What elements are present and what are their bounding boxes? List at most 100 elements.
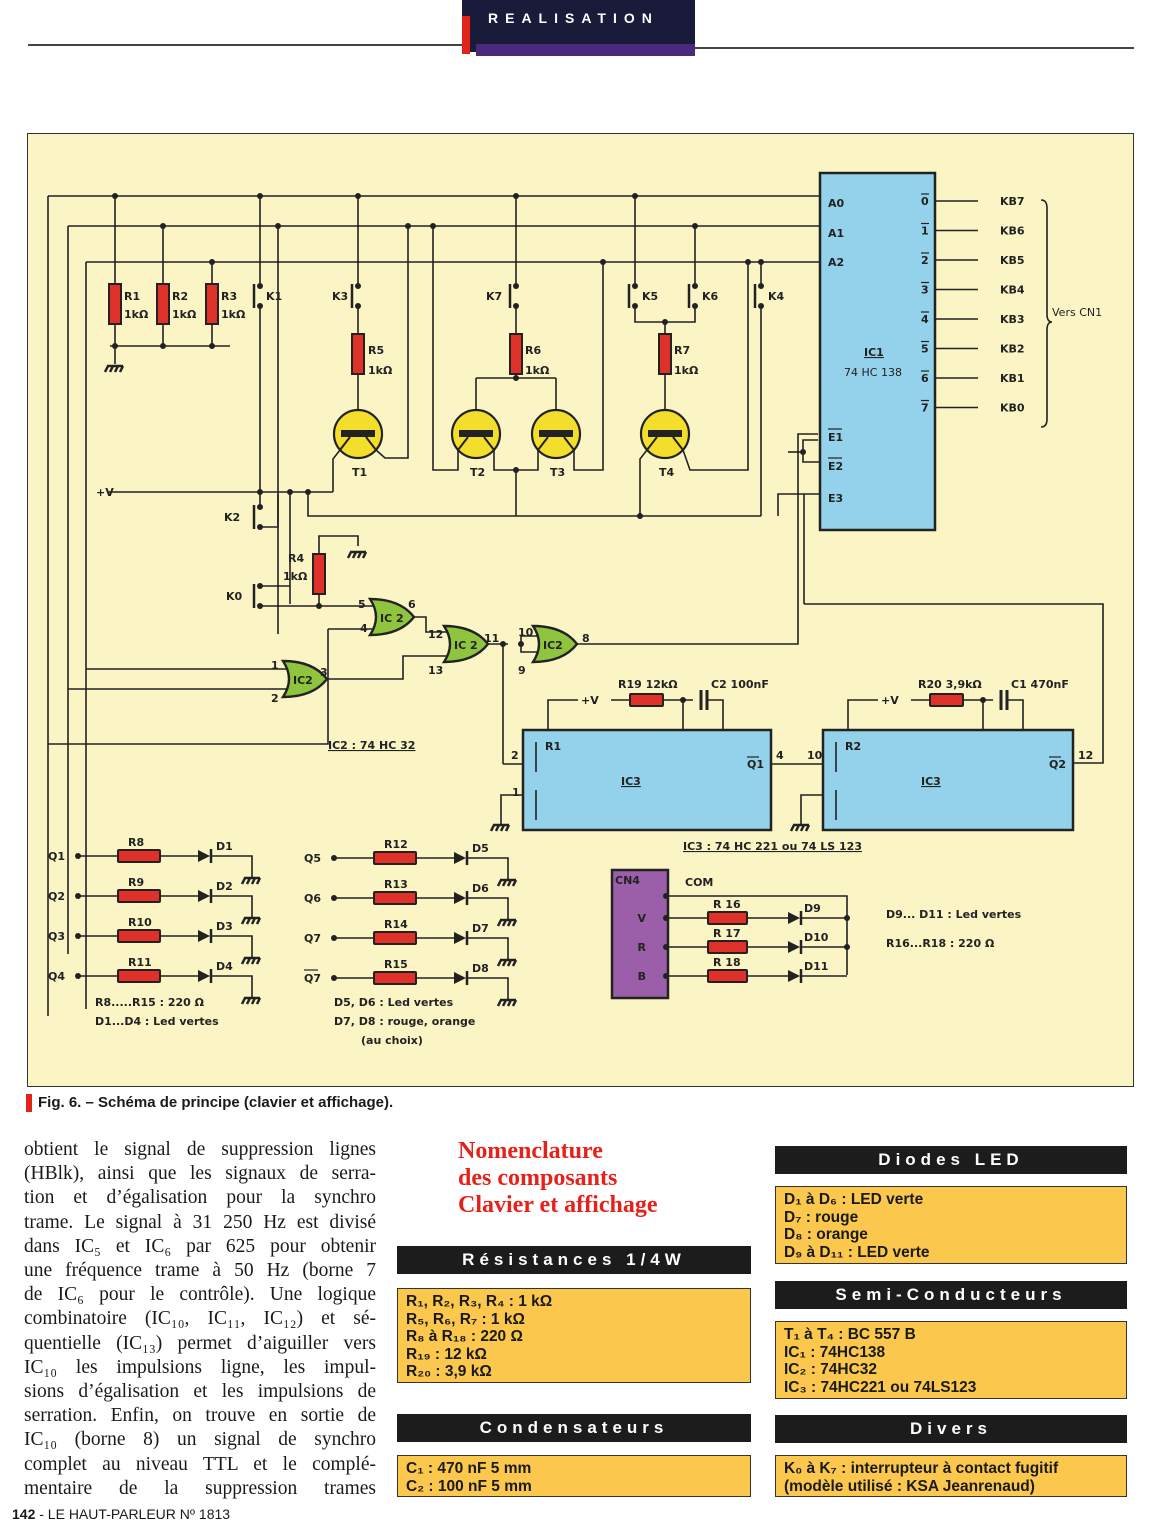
nomenclature-item: D₇ : rouge — [784, 1208, 859, 1226]
article-line: IC₁₀ les impulsions ligne, les impul- — [24, 1356, 376, 1378]
nomenclature-title-line: Nomenclature — [458, 1138, 603, 1164]
resistor-icon — [312, 553, 326, 595]
wire — [800, 794, 823, 825]
resistor-label: R1 — [124, 290, 140, 303]
timing-capacitor-label: C2 100nF — [711, 678, 769, 691]
diode-label: D8 — [472, 962, 489, 975]
led-input-label: Q7 — [304, 932, 321, 945]
diode-label: D9 — [804, 902, 821, 915]
pin-label: 3 — [320, 666, 328, 679]
article-line: combinatoire (IC₁₀, IC₁₁, IC₁₂) et sé- — [24, 1308, 376, 1330]
pin-label: 12 — [1078, 749, 1093, 762]
resistor-icon — [117, 929, 161, 943]
diode-label: D10 — [804, 931, 829, 944]
supply-label: +V — [581, 694, 599, 707]
nomenclature-section-header: Résistances 1/4W — [397, 1246, 751, 1274]
header-red-bar — [462, 16, 470, 54]
nomenclature-item: R₅, R₆, R₇ : 1 kΩ — [406, 1310, 525, 1328]
junction-dot — [405, 223, 411, 229]
nomenclature-item: D₈ : orange — [784, 1226, 868, 1243]
diode-label: D5 — [472, 842, 489, 855]
led-input-label: Q5 — [304, 852, 321, 865]
nomenclature-item: K₀ à K₇ : interrupteur à contact fugitif — [784, 1460, 1059, 1477]
gate-label: IC 2 — [454, 639, 478, 652]
junction-dot — [513, 283, 519, 289]
wire — [414, 616, 448, 633]
junction-dot — [275, 223, 281, 229]
wire — [48, 629, 329, 745]
key-label: K5 — [642, 290, 658, 303]
resistor-icon — [658, 333, 672, 375]
page-footer: 142 - LE HAUT-PARLEUR Nº 1813 — [12, 1506, 230, 1522]
cn4-note: R16...R18 : 220 Ω — [886, 937, 995, 950]
diode-label: D2 — [216, 880, 233, 893]
wire — [500, 794, 523, 825]
gate-label: IC 2 — [380, 612, 404, 625]
gate-label: IC2 — [543, 639, 563, 652]
wire — [707, 699, 724, 730]
capacitor-icon — [699, 690, 709, 710]
ic3-part-label: IC3 : 74 HC 221 ou 74 LS 123 — [683, 840, 862, 853]
ic1-output-pin: 4 — [921, 313, 929, 326]
pin-label: 5 — [358, 598, 366, 611]
resistor-label: R12 — [384, 838, 408, 851]
transistor-leads — [339, 436, 377, 451]
pin-label: 9 — [518, 664, 526, 677]
junction-dot — [112, 193, 118, 199]
publication-name: - LE HAUT-PARLEUR Nº 1813 — [35, 1506, 231, 1522]
wire — [307, 492, 761, 517]
resistor-icon — [351, 333, 365, 375]
pin-label: 4 — [776, 749, 784, 762]
resistor-value: 1kΩ — [221, 308, 246, 321]
keyboard-line-label: KB0 — [1000, 402, 1025, 415]
keyboard-line-label: KB1 — [1000, 372, 1025, 385]
ic3-monostable-block — [521, 728, 773, 832]
bracket-icon — [1040, 199, 1053, 428]
connector-com-label: COM — [685, 876, 713, 889]
resistor-label: R15 — [384, 958, 408, 971]
diode-icon — [198, 970, 210, 982]
resistor-label: R7 — [674, 344, 690, 357]
nomenclature-item: D₉ à D₁₁ : LED verte — [784, 1243, 930, 1261]
pin-label: 10 — [518, 626, 534, 639]
ic1-output-pin: 0 — [921, 195, 929, 208]
resistor-label: R 18 — [713, 956, 741, 969]
resistor-icon — [373, 931, 417, 945]
wire — [212, 935, 253, 958]
wire — [1007, 699, 1024, 730]
wire — [777, 493, 820, 516]
keyboard-line-label: KB4 — [1000, 284, 1025, 297]
ic1-enable-pin: E1 — [828, 431, 843, 444]
led-note: (au choix) — [361, 1034, 423, 1047]
figure-caption: Fig. 6. – Schéma de principe (clavier et… — [26, 1094, 393, 1113]
resistor-value: 1kΩ — [172, 308, 197, 321]
resistor-label: R8 — [128, 836, 144, 849]
connector-pin-label: R — [638, 941, 647, 954]
nomenclature-section-header: Condensateurs — [397, 1414, 751, 1442]
resistor-label: R11 — [128, 956, 152, 969]
nomenclature-item: C₁ : 470 nF 5 mm — [406, 1460, 532, 1477]
ground-icon — [240, 876, 262, 885]
wire — [332, 449, 341, 492]
article-line: sions d’égalisation et les impulsions de — [24, 1381, 376, 1403]
header-rule-right — [694, 47, 1134, 49]
resistor-value: 1kΩ — [283, 570, 308, 583]
or-gate-icon — [441, 624, 490, 664]
key-label: K0 — [226, 590, 243, 603]
diode-icon — [454, 852, 466, 864]
resistor-value: 1kΩ — [525, 364, 550, 377]
ic3-q-pin: Q2 — [1049, 758, 1066, 771]
wire — [375, 226, 409, 459]
transistor-leads — [537, 436, 575, 451]
key-label: K4 — [768, 290, 785, 303]
bracket-label: Vers CN1 — [1052, 306, 1102, 319]
led-note: D7, D8 : rouge, orange — [334, 1015, 475, 1028]
junction-dot — [600, 259, 606, 265]
transistor-leads — [457, 436, 495, 451]
resistor-label: R13 — [384, 878, 408, 891]
ic1-part-number: 74 HC 138 — [844, 366, 902, 379]
caption-marker — [26, 1094, 32, 1113]
wire — [577, 433, 818, 645]
wire — [432, 226, 459, 471]
